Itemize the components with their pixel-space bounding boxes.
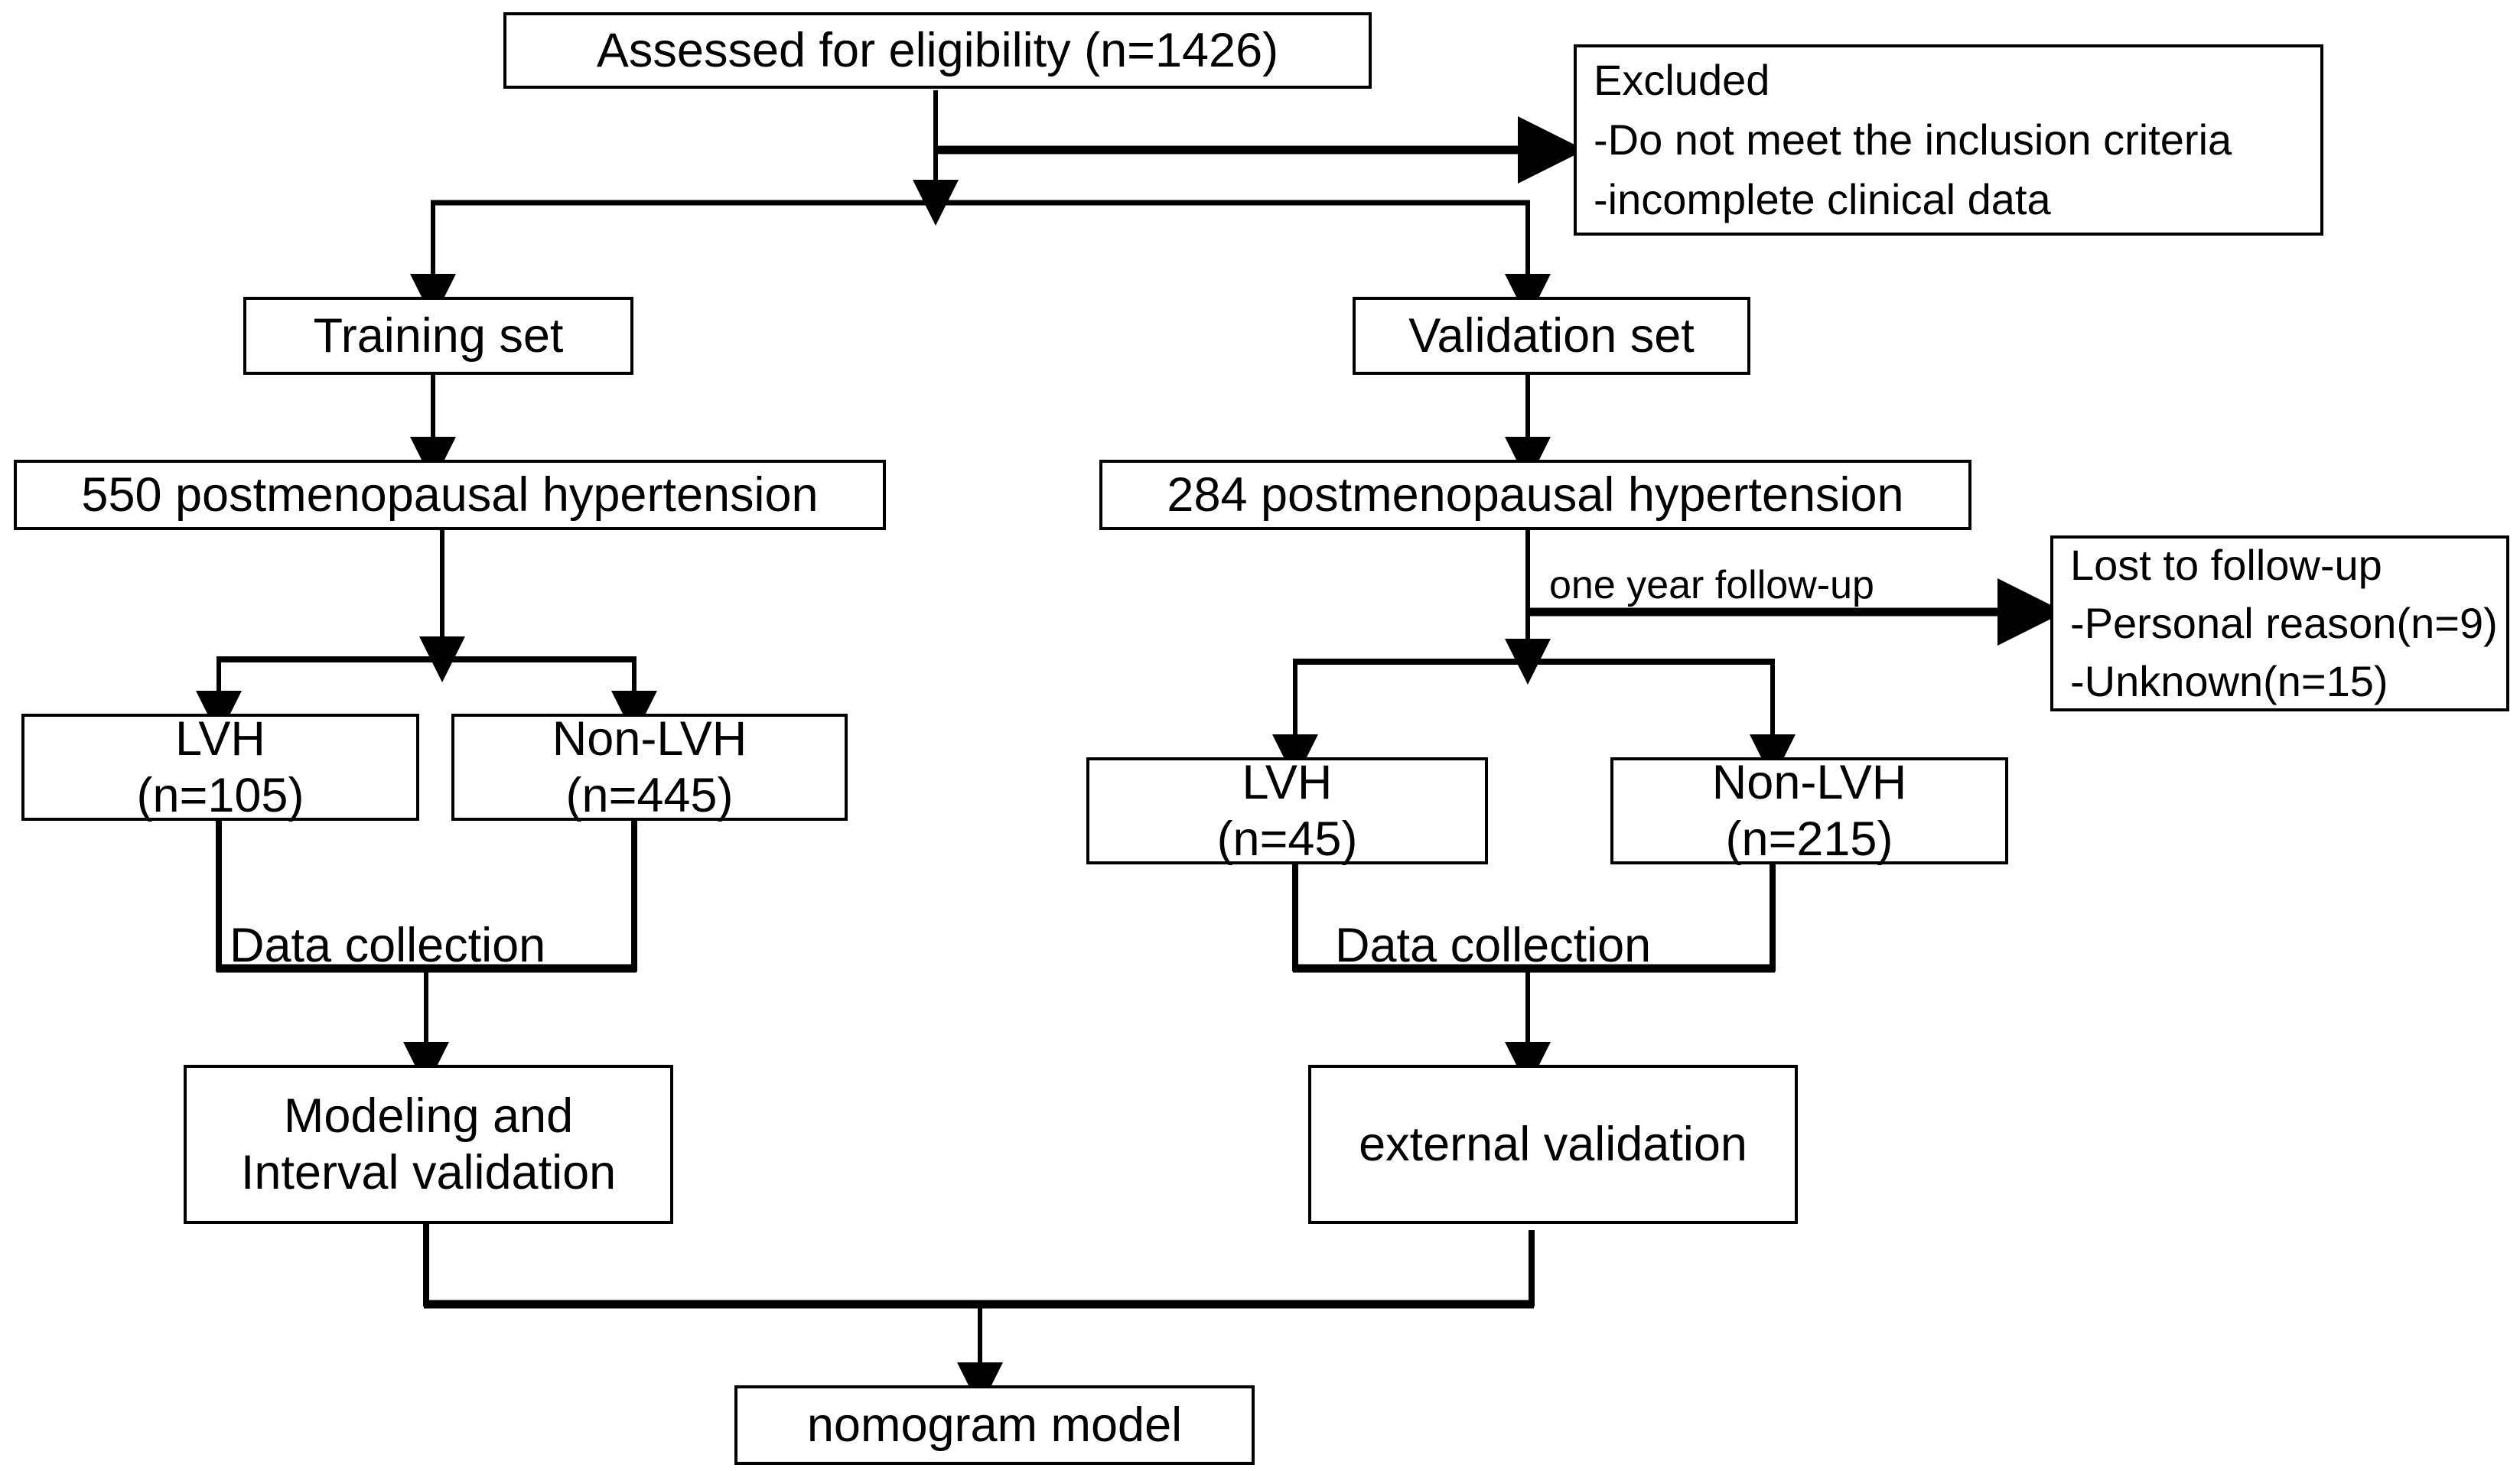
node-training-set[interactable]: Training set xyxy=(243,297,633,375)
node-external-validation[interactable]: external validation xyxy=(1308,1065,1798,1224)
node-training-lvh-line1: LVH xyxy=(175,711,265,766)
node-training-cohort[interactable]: 550 postmenopausal hypertension xyxy=(14,460,886,530)
node-validation-lvh-line2: (n=45) xyxy=(1216,812,1358,866)
edge-label-data-collection-left: Data collection xyxy=(230,919,546,972)
node-training-lvh-line2: (n=105) xyxy=(136,769,304,822)
node-lost-to-followup-line3: -Unknown(n=15) xyxy=(2070,657,2388,706)
node-validation-non-lvh-line2: (n=215) xyxy=(1725,812,1893,866)
node-training-non-lvh[interactable]: Non-LVH (n=445) xyxy=(451,711,848,822)
node-training-set-label: Training set xyxy=(313,308,564,363)
node-validation-cohort-label: 284 postmenopausal hypertension xyxy=(1167,467,1904,522)
node-training-lvh[interactable]: LVH (n=105) xyxy=(21,711,419,822)
node-validation-non-lvh-line1: Non-LVH xyxy=(1711,755,1907,809)
node-assessed-label: Assessed for eligibility (n=1426) xyxy=(596,23,1279,77)
node-validation-lvh-line1: LVH xyxy=(1242,755,1333,809)
node-training-non-lvh-line2: (n=445) xyxy=(565,769,734,822)
node-validation-non-lvh[interactable]: Non-LVH (n=215) xyxy=(1610,755,2008,866)
node-training-cohort-label: 550 postmenopausal hypertension xyxy=(81,467,819,522)
edge-label-data-collection-right: Data collection xyxy=(1335,919,1652,972)
node-lost-to-followup[interactable]: Lost to follow-up -Personal reason(n=9) … xyxy=(2050,535,2509,711)
node-excluded-line3: -incomplete clinical data xyxy=(1594,175,2051,224)
node-excluded[interactable]: Excluded -Do not meet the inclusion crit… xyxy=(1574,44,2323,236)
node-training-non-lvh-line1: Non-LVH xyxy=(552,711,747,766)
node-excluded-line2: -Do not meet the inclusion criteria xyxy=(1594,115,2232,164)
node-lost-to-followup-line2: -Personal reason(n=9) xyxy=(2070,598,2498,647)
node-assessed-for-eligibility[interactable]: Assessed for eligibility (n=1426) xyxy=(503,12,1372,89)
node-validation-cohort[interactable]: 284 postmenopausal hypertension xyxy=(1099,460,1971,530)
node-validation-set[interactable]: Validation set xyxy=(1353,297,1750,375)
node-nomogram-model-label: nomogram model xyxy=(806,1398,1183,1452)
node-modeling-internal-validation[interactable]: Modeling and Interval validation xyxy=(184,1065,673,1224)
node-excluded-line1: Excluded xyxy=(1594,55,1770,104)
node-modeling-line1: Modeling and xyxy=(283,1089,574,1143)
node-nomogram-model[interactable]: nomogram model xyxy=(734,1385,1255,1465)
node-lost-to-followup-line1: Lost to follow-up xyxy=(2070,540,2382,589)
node-external-validation-label: external validation xyxy=(1359,1117,1747,1171)
node-validation-lvh[interactable]: LVH (n=45) xyxy=(1086,755,1488,866)
node-validation-set-label: Validation set xyxy=(1408,308,1695,363)
node-modeling-line2: Interval validation xyxy=(240,1146,617,1199)
edge-label-one-year-followup: one year follow-up xyxy=(1549,563,1874,607)
